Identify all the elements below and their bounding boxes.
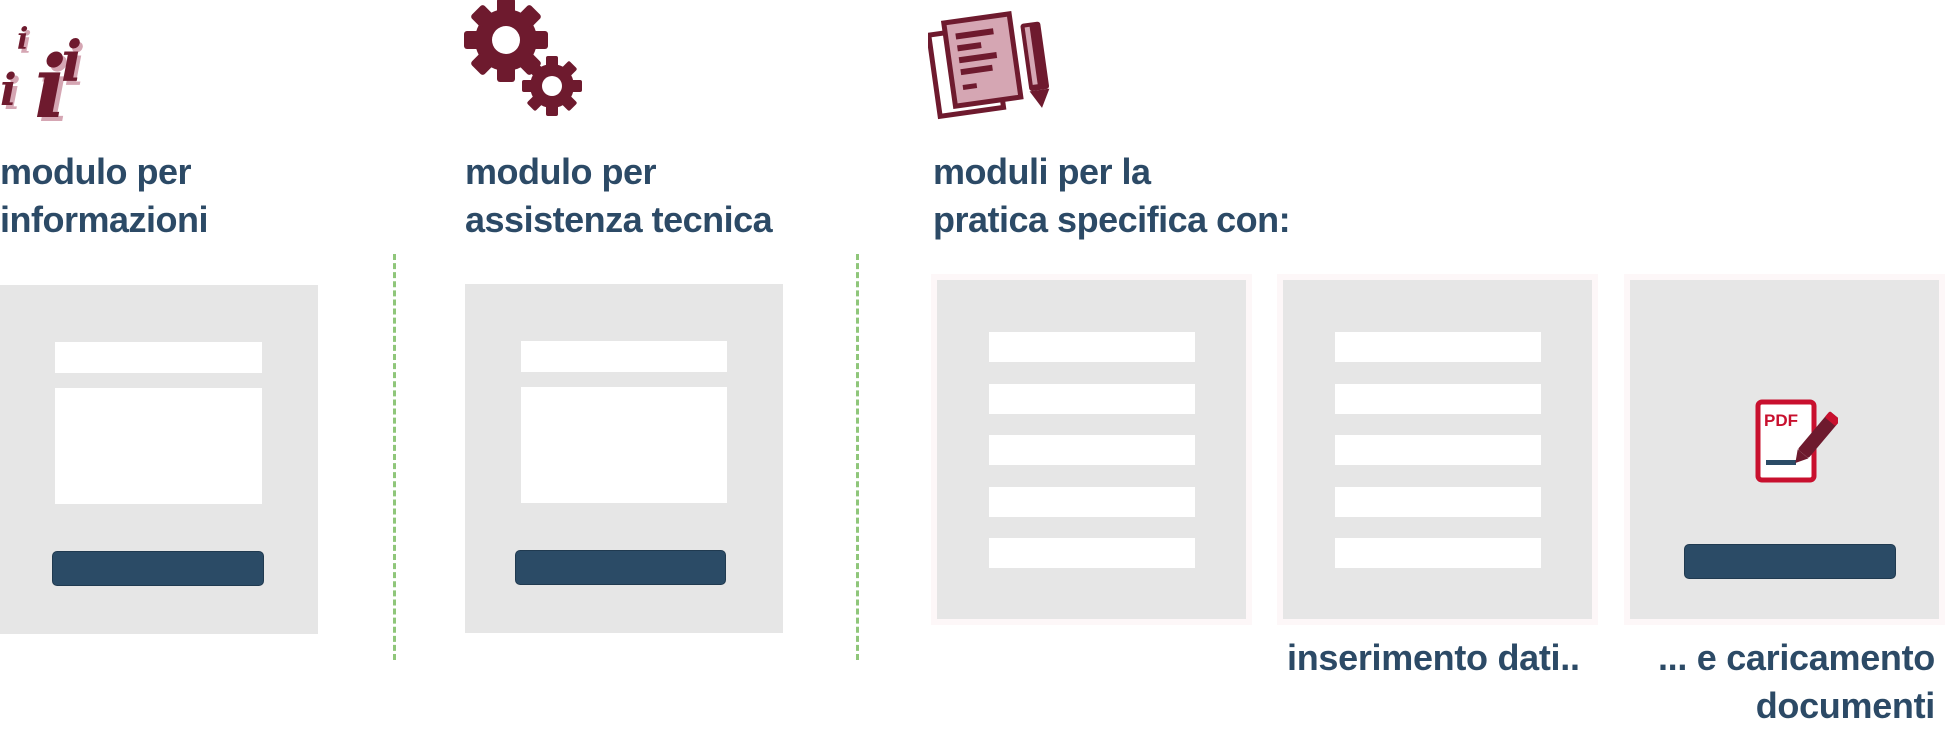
data-entry-field[interactable] [989,435,1195,465]
info-heading: modulo per informazioni [0,148,209,244]
upload-caption: ... e caricamento documenti [1658,634,1935,730]
tech-heading-line2: assistenza tecnica [465,199,773,240]
data-entry-panel-2 [1283,280,1592,619]
tech-form-panel [465,284,783,633]
svg-text:i: i [4,69,21,120]
tech-form-textarea[interactable] [521,387,727,503]
documents-pencil-icon [928,10,1053,125]
tech-form-submit-button[interactable] [515,550,726,585]
info-form-submit-button[interactable] [52,551,264,586]
practice-heading: moduli per la pratica specifica con: [933,148,1291,244]
svg-text:i: i [61,29,82,95]
data-entry-field[interactable] [1335,332,1541,362]
practice-heading-line1: moduli per la [933,151,1151,192]
svg-text:i: i [20,26,31,61]
svg-text:i: i [17,22,28,57]
data-entry-field[interactable] [1335,384,1541,414]
data-entry-caption: inserimento dati.. [1287,637,1580,678]
practice-heading-line2: pratica specifica con: [933,199,1291,240]
svg-text:i: i [0,65,17,116]
data-entry-field[interactable] [989,384,1195,414]
info-form-input[interactable] [55,342,262,373]
tech-form-input[interactable] [521,341,727,372]
tech-heading-line1: modulo per [465,151,657,192]
upload-caption-line1: ... e caricamento [1657,637,1935,678]
pdf-label: PDF [1764,411,1798,430]
upload-caption-line2: documenti [1755,685,1936,726]
info-form-panel [0,285,318,634]
data-entry-field[interactable] [989,538,1195,568]
upload-panel: PDF [1630,280,1939,619]
data-entry-field[interactable] [989,487,1195,517]
pdf-edit-icon[interactable]: PDF [1754,398,1838,486]
divider-1 [393,254,396,660]
gears-icon [464,0,594,122]
tech-heading: modulo per assistenza tecnica [465,148,773,244]
info-heading-line1: modulo per [0,151,192,192]
svg-text:i: i [64,33,85,99]
info-form-textarea[interactable] [55,388,262,504]
data-entry-field[interactable] [1335,487,1541,517]
svg-text:i: i [38,41,71,125]
data-entry-field[interactable] [1335,435,1541,465]
data-entry-field[interactable] [1335,538,1541,568]
divider-2 [856,254,859,660]
data-entry-panel-1 [937,280,1246,619]
upload-button[interactable] [1684,544,1896,579]
data-entry-field[interactable] [989,332,1195,362]
info-heading-line2: informazioni [0,199,209,240]
info-icon: i i i i i i i i [0,5,95,125]
svg-text:i: i [34,37,67,125]
